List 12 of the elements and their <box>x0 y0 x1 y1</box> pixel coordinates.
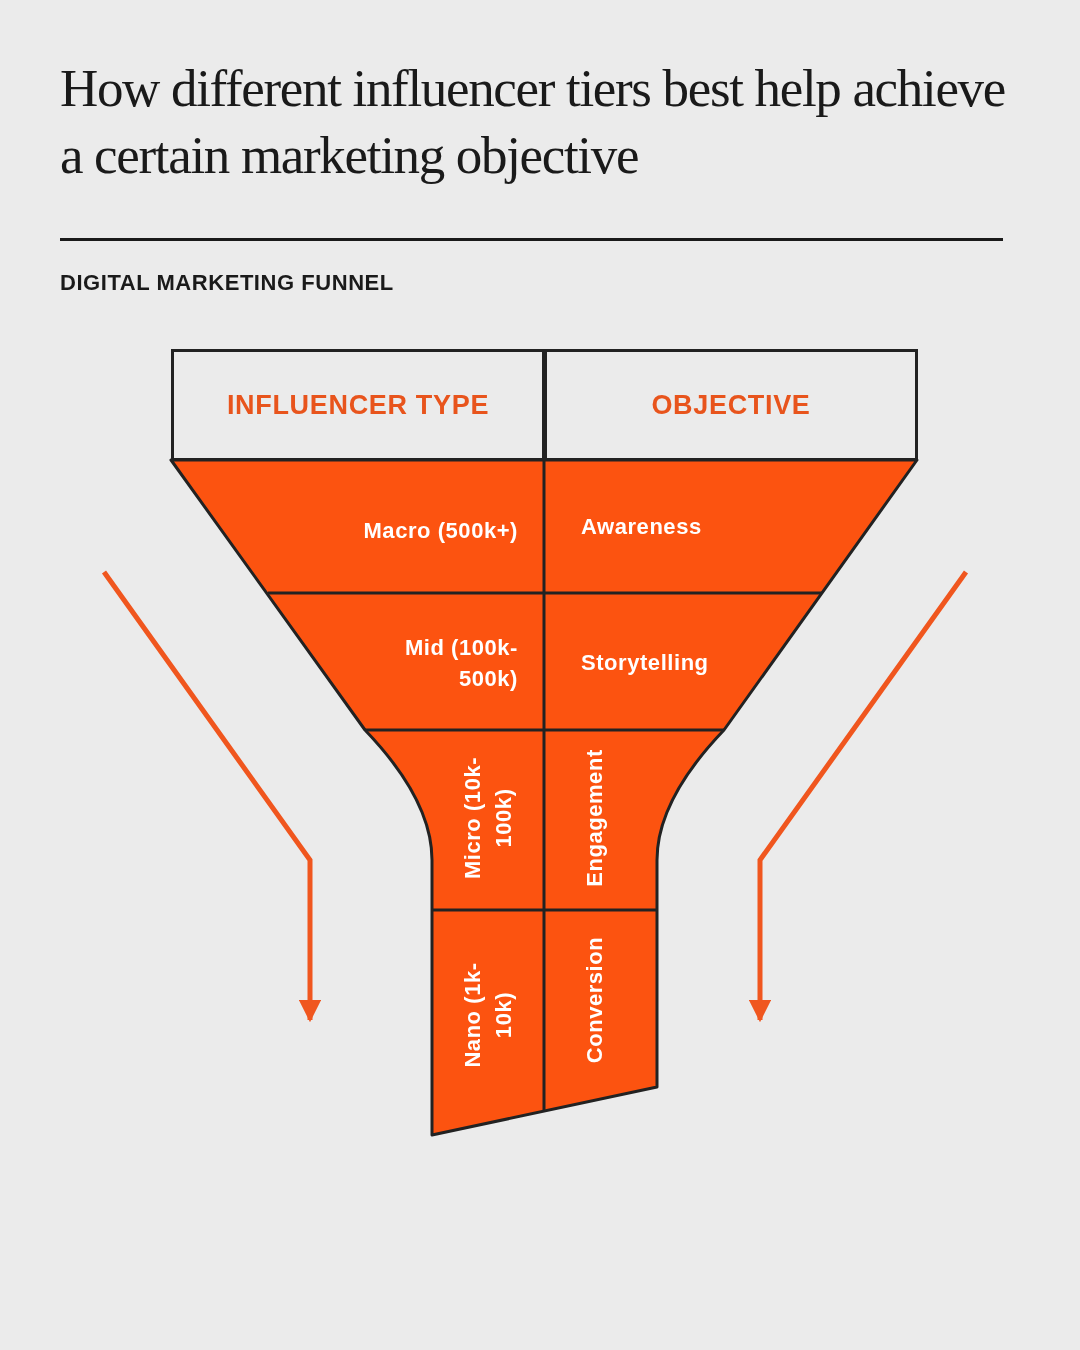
tier-label: Macro (500k+) <box>363 514 518 546</box>
vertical-label: Conversion <box>578 936 610 1064</box>
header-cell: INFLUENCER TYPE <box>171 349 545 461</box>
objective-label: Awareness <box>581 509 702 543</box>
tier-label: Mid (100k-500k) <box>348 632 518 694</box>
header-cell: OBJECTIVE <box>544 349 918 461</box>
vertical-label: Nano (1k-10k) <box>457 940 519 1090</box>
section-heading: DIGITAL MARKETING FUNNEL <box>60 269 394 297</box>
objective-label: Storytelling <box>581 645 709 679</box>
vertical-label: Micro (10k-100k) <box>457 743 519 893</box>
title: How different influencer tiers best help achieve a certain marketing objective <box>60 58 1006 186</box>
vertical-label: Engagement <box>578 749 610 887</box>
